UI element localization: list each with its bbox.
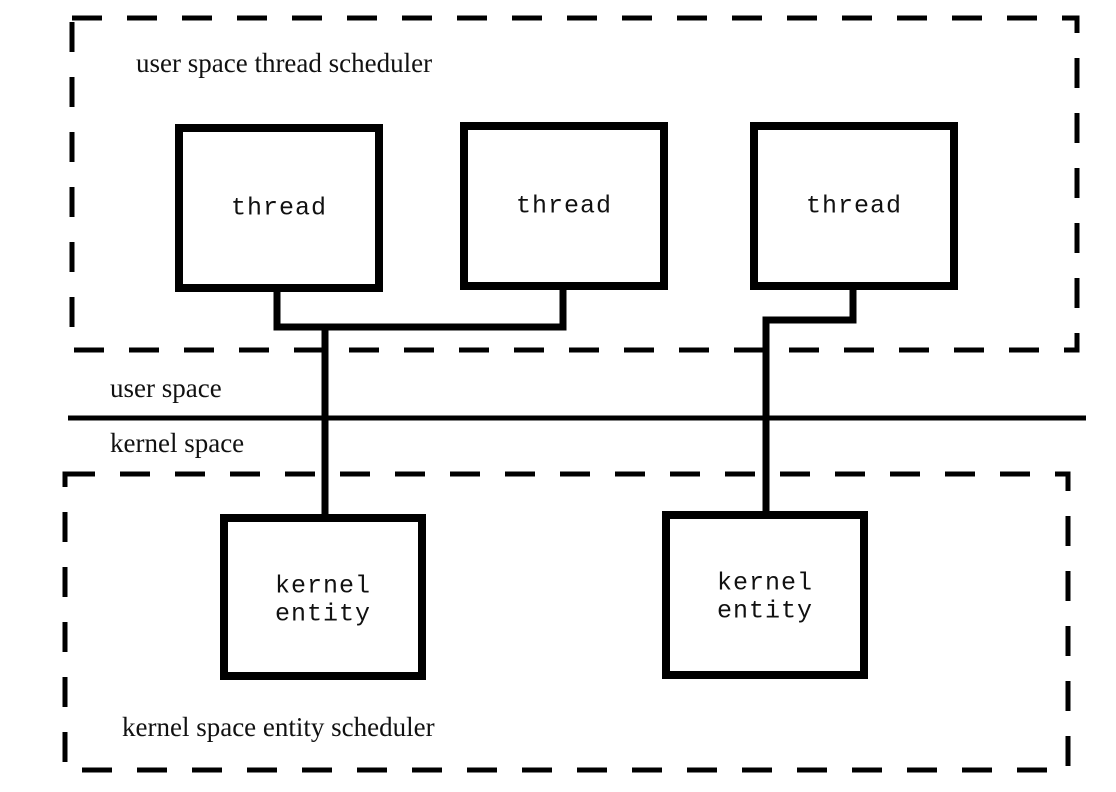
kernel-entity-box-1-rect[interactable] (220, 514, 426, 680)
kernel-entity-box-1-label-line2: entity (275, 600, 371, 629)
user-space-scheduler-title: user space thread scheduler (136, 48, 432, 78)
kernel-space-scheduler-region (62, 471, 1071, 773)
thread-box-3-rect[interactable] (750, 122, 958, 290)
kernel-entity-box-2[interactable]: kernel entity (662, 511, 868, 679)
thread-box-1[interactable]: thread (175, 124, 383, 292)
kernel-entity-box-1[interactable]: kernel entity (220, 514, 426, 680)
kernel-entity-box-1-label-line1: kernel (275, 572, 371, 601)
kernel-space-label: kernel space (110, 428, 244, 458)
kernel-space-scheduler-title: kernel space entity scheduler (122, 712, 435, 742)
thread-box-1-rect[interactable] (175, 124, 383, 292)
kernel-entity-box-2-label-line2: entity (717, 597, 813, 626)
thread-box-2-label: thread (516, 192, 612, 221)
thread-box-3-label: thread (806, 192, 902, 221)
kernel-entity-box-2-label-line1: kernel (717, 569, 813, 598)
thread-box-2-rect[interactable] (460, 122, 668, 290)
thread-box-3[interactable]: thread (750, 122, 958, 290)
user-space-scheduler-region (69, 15, 1080, 353)
kernel-entity-box-2-rect[interactable] (662, 511, 868, 679)
user-space-label: user space (110, 373, 222, 403)
thread-box-2[interactable]: thread (460, 122, 668, 290)
thread-box-1-label: thread (231, 194, 327, 223)
connector-thread-3-to-kernel-entity-2 (762, 288, 857, 516)
connector-thread-bus-left (273, 288, 567, 331)
